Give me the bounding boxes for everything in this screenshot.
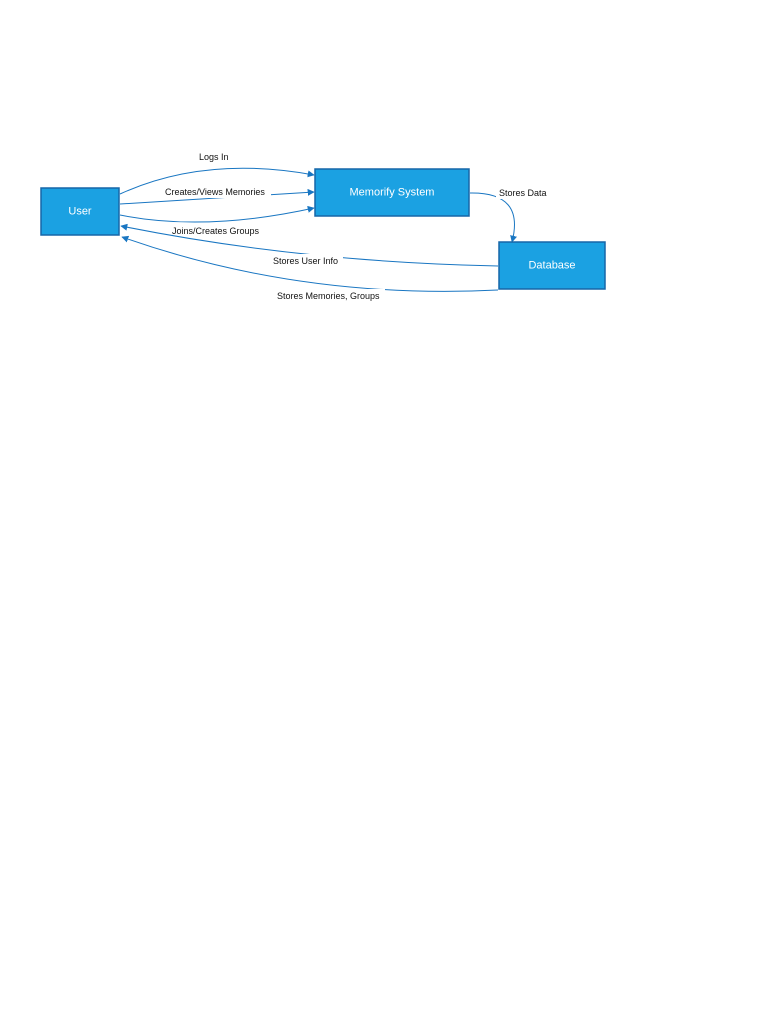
- edge-label-stores-memories-groups: Stores Memories, Groups: [277, 291, 380, 301]
- edge-logs-in: [119, 167, 315, 195]
- edge-label-stores-data: Stores Data: [499, 188, 547, 198]
- edge-stores-memories-groups: [121, 235, 499, 292]
- edge-label-creates-views-memories: Creates/Views Memories: [165, 187, 265, 197]
- node-memorify-system-box: [314, 168, 470, 217]
- node-memorify-system-label: Memorify System: [350, 187, 435, 199]
- edge-labels: Logs In Creates/Views Memories Joins/Cre…: [163, 152, 550, 302]
- node-user-label: User: [68, 206, 92, 218]
- edge-label-joins-creates-groups: Joins/Creates Groups: [172, 226, 260, 236]
- node-user: User: [40, 187, 120, 236]
- edge-label-stores-user-info: Stores User Info: [273, 256, 338, 266]
- edge-stores-data: [469, 192, 517, 243]
- node-database-label: Database: [528, 260, 575, 272]
- node-database-box: [498, 241, 606, 290]
- node-user-box: [40, 187, 120, 236]
- edge-label-logs-in: Logs In: [199, 152, 229, 162]
- edge-joins-creates-groups: [119, 205, 315, 223]
- node-database: Database: [498, 241, 606, 290]
- node-memorify-system: Memorify System: [314, 168, 470, 217]
